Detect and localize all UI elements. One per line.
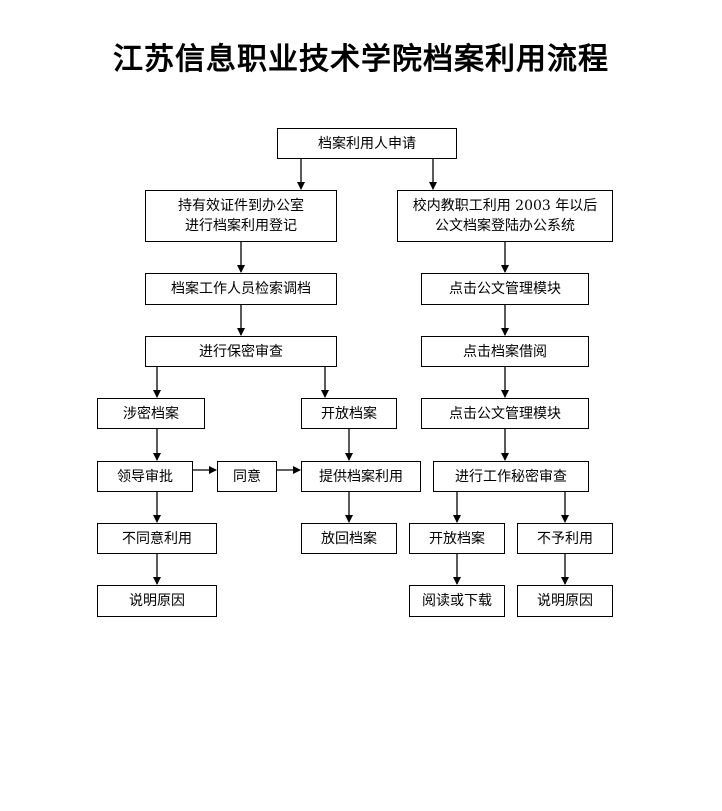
node-open-archive-right-label: 开放档案 (429, 530, 485, 547)
node-explain-reason-right-label: 说明原因 (537, 593, 593, 609)
node-open-archive-right: 开放档案 (409, 523, 505, 554)
node-agree: 同意 (217, 461, 277, 492)
node-click-doc-management-1-label: 点击公文管理模块 (449, 281, 561, 297)
diagram-title: 江苏信息职业技术学院档案利用流程 (113, 42, 609, 77)
node-click-doc-management-1: 点击公文管理模块 (421, 273, 589, 305)
node-return-archive-label: 放回档案 (321, 530, 377, 547)
node-provide-archive: 提供档案利用 (301, 461, 421, 492)
node-disagree: 不同意利用 (97, 523, 217, 554)
node-hold-certificate: 持有效证件到办公室 进行档案利用登记 (145, 190, 337, 242)
node-secretary-review-label: 进行工作秘密审查 (455, 468, 567, 485)
node-no-use-label: 不予利用 (537, 530, 593, 547)
node-click-doc-management-2: 点击公文管理模块 (421, 398, 589, 429)
node-staff-office-system-line2: 公文档案登陆办公系统 (435, 218, 575, 234)
node-security-review: 进行保密审查 (145, 336, 337, 367)
node-no-use: 不予利用 (517, 523, 613, 554)
node-disagree-label: 不同意利用 (122, 530, 192, 547)
node-read-or-download-label: 阅读或下载 (422, 593, 492, 609)
node-return-archive: 放回档案 (301, 523, 397, 554)
node-click-borrow-label: 点击档案借阅 (463, 343, 547, 360)
node-click-doc-management-2-label: 点击公文管理模块 (449, 405, 561, 422)
node-open-archive-left-label: 开放档案 (321, 405, 377, 422)
node-provide-archive-label: 提供档案利用 (319, 468, 403, 485)
node-agree-label: 同意 (233, 468, 261, 485)
node-apply: 档案利用人申请 (277, 128, 457, 159)
node-leader-approval-label: 领导审批 (117, 468, 173, 485)
node-click-borrow: 点击档案借阅 (421, 336, 589, 367)
node-hold-certificate-line1: 持有效证件到办公室 (178, 198, 304, 214)
node-explain-reason-left-label: 说明原因 (129, 593, 185, 609)
node-hold-certificate-line2: 进行档案利用登记 (185, 218, 297, 234)
node-staff-office-system-line1: 校内教职工利用 2003 年以后 (412, 198, 598, 214)
node-read-or-download: 阅读或下载 (409, 585, 505, 617)
node-retrieve-archive-label: 档案工作人员检索调档 (171, 281, 311, 297)
node-explain-reason-right: 说明原因 (517, 585, 613, 617)
node-secretary-review: 进行工作秘密审查 (433, 461, 589, 492)
node-explain-reason-left: 说明原因 (97, 585, 217, 617)
node-leader-approval: 领导审批 (97, 461, 193, 492)
node-classified-archive: 涉密档案 (97, 398, 205, 429)
node-classified-archive-label: 涉密档案 (123, 405, 179, 422)
node-security-review-label: 进行保密审查 (199, 343, 283, 360)
node-open-archive-left: 开放档案 (301, 398, 397, 429)
node-apply-label: 档案利用人申请 (318, 135, 416, 152)
node-retrieve-archive: 档案工作人员检索调档 (145, 273, 337, 305)
node-staff-office-system: 校内教职工利用 2003 年以后 公文档案登陆办公系统 (397, 190, 613, 242)
